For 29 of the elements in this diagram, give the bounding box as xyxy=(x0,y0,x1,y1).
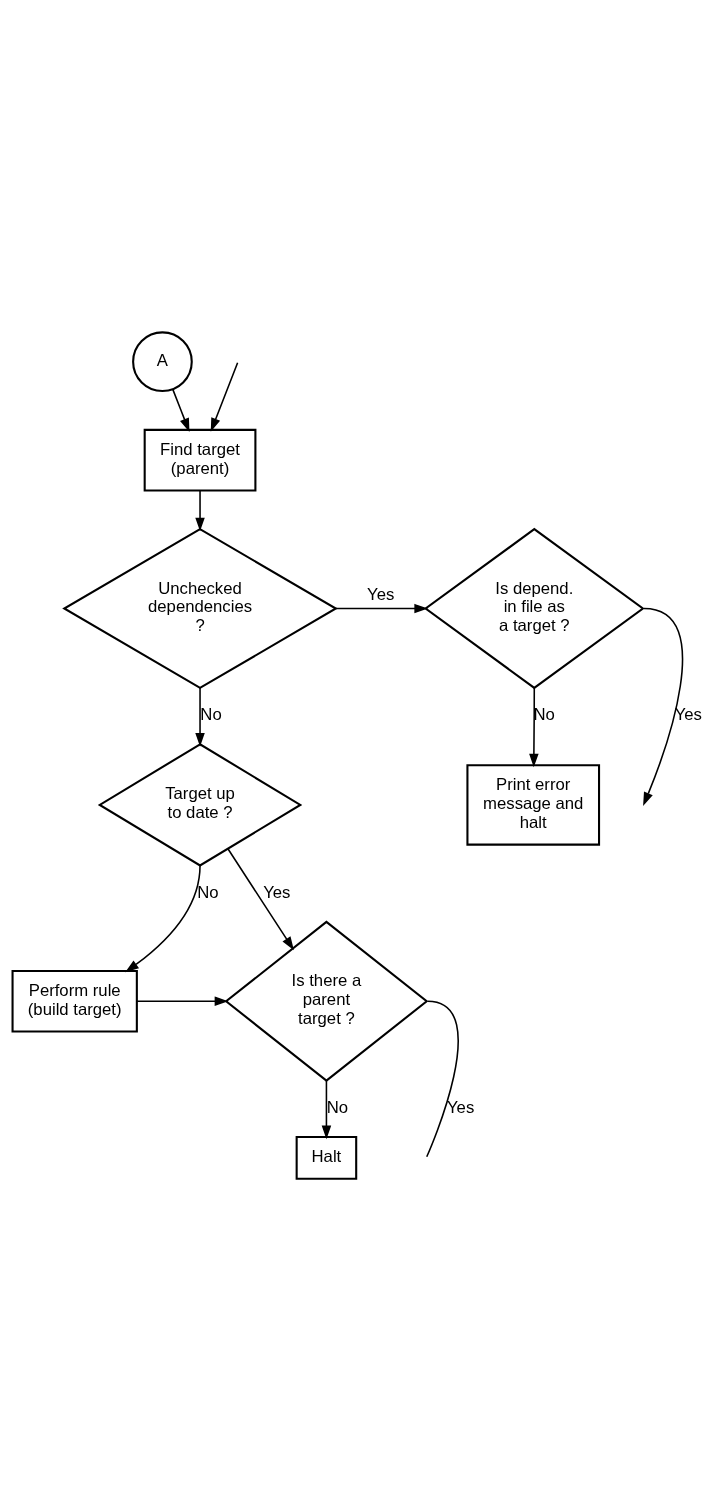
arrow xyxy=(136,996,229,1006)
arrow xyxy=(643,607,684,806)
node-diamond: Unchecked dependencies ? xyxy=(62,527,338,689)
edge-label: Yes xyxy=(263,882,291,902)
arrow xyxy=(321,1079,332,1139)
arrow xyxy=(195,489,205,531)
edge-label: No xyxy=(326,1097,349,1117)
connector xyxy=(425,999,459,1158)
arrow xyxy=(125,864,201,972)
edge-label: No xyxy=(197,882,219,902)
node-box: Print error message and halt xyxy=(466,763,601,846)
node-box: Find target (parent) xyxy=(143,428,257,492)
edge-label: Yes xyxy=(367,584,395,604)
arrow xyxy=(210,361,239,432)
arrow xyxy=(227,847,294,950)
node-diamond: Is depend. in file as a target ? xyxy=(423,527,645,689)
edge-label: Yes xyxy=(674,704,702,724)
edge-label: Yes xyxy=(447,1097,475,1117)
node-diamond: Is there a parent target ? xyxy=(224,920,429,1082)
node-circle: A xyxy=(132,330,193,392)
node-diamond: Target up to date ? xyxy=(97,742,303,867)
arrow xyxy=(195,686,205,747)
edge-label: No xyxy=(533,704,555,724)
node-box: Halt xyxy=(295,1135,358,1180)
edge-label: No xyxy=(200,704,222,724)
node-box: Perform rule (build target) xyxy=(11,969,138,1033)
arrow xyxy=(335,603,428,613)
arrow xyxy=(172,388,190,432)
arrow xyxy=(529,686,539,767)
